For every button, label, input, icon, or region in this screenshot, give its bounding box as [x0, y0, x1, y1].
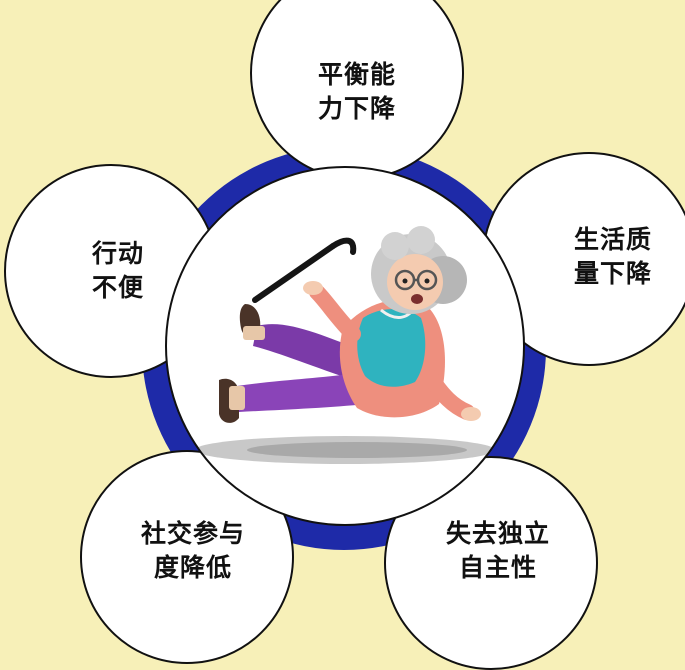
node-label: 行动 不便 — [92, 237, 144, 305]
node-label-line: 生活质 — [573, 225, 652, 254]
node-balance-decline: 平衡能 力下降 — [250, 0, 464, 180]
node-label-line: 自主性 — [458, 553, 537, 582]
elderly-woman-falling-with-cane-icon — [195, 226, 495, 464]
node-label-line: 行动 — [91, 239, 144, 268]
node-label: 平衡能 力下降 — [318, 58, 396, 126]
node-label: 失去独立 自主性 — [446, 517, 550, 585]
node-label-line: 度降低 — [153, 553, 232, 582]
node-label-line: 平衡能 — [317, 60, 396, 89]
node-quality-of-life-decline: 生活质 量下降 — [482, 152, 685, 366]
node-label-line: 不便 — [91, 273, 144, 302]
center-circle — [165, 166, 525, 526]
node-label: 社交参与 度降低 — [141, 517, 245, 585]
node-label-line: 社交参与 — [140, 519, 245, 548]
node-label-line: 失去独立 — [445, 519, 550, 548]
node-label-line: 力下降 — [317, 94, 396, 123]
node-label-line: 量下降 — [573, 259, 652, 288]
node-label: 生活质 量下降 — [574, 223, 652, 291]
